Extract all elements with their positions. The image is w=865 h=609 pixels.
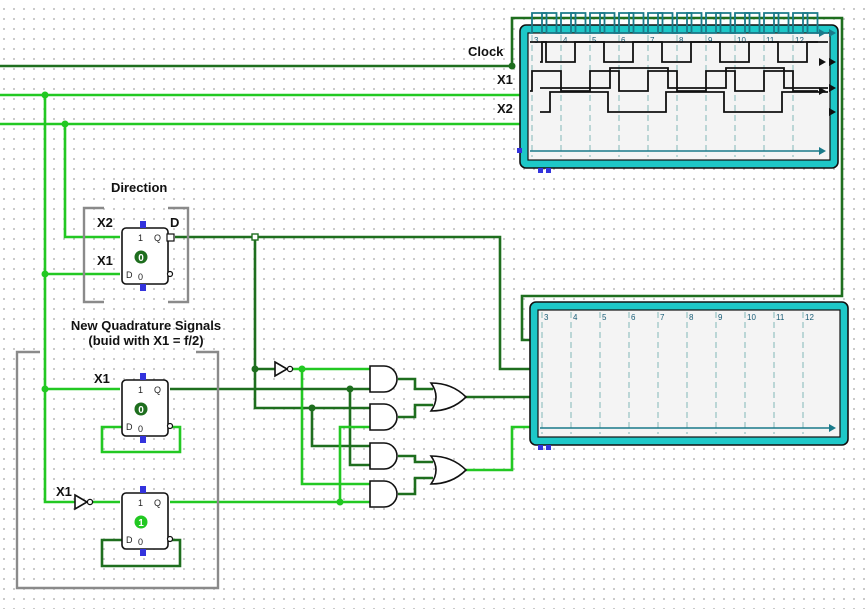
ff-state-text: 1 [138, 518, 144, 529]
and-gate-4[interactable] [369, 480, 398, 508]
scope-tick-label: 8 [689, 313, 694, 322]
ff-pin-zero: 0 [138, 537, 143, 547]
scope-tick-label: 4 [573, 313, 578, 322]
ff-pin-one: 1 [138, 385, 143, 395]
scope-tick-label: 7 [660, 313, 665, 322]
scope-tick-label: 9 [718, 313, 723, 322]
new-signals-title: New Quadrature Signals [71, 318, 221, 333]
or-gate-2[interactable] [429, 455, 468, 485]
scope-tick-label: 10 [737, 36, 746, 45]
flipflop-signal-a[interactable]: 1 Q D 0 0 [121, 373, 174, 443]
ff2-x1-label: X1 [94, 371, 110, 386]
ff-pin-q: Q [154, 498, 161, 508]
scope-trace [540, 41, 828, 63]
x2-label: X2 [497, 101, 513, 116]
ff-pin-zero: 0 [138, 272, 143, 282]
scope-tick-label: 11 [776, 313, 785, 322]
not-gate-x1[interactable] [74, 493, 94, 511]
scope-trace [530, 41, 818, 63]
scope-tick-labels: 3 4 5 6 7 8 9 10 11 12 [531, 35, 804, 157]
ff-pin-q: Q [154, 385, 161, 395]
or-gate-1[interactable] [429, 382, 468, 412]
scope-trace [530, 70, 818, 92]
scope-tick-label: 10 [747, 313, 756, 322]
ff-state-indicator [134, 515, 148, 529]
scope-tick-label: 8 [679, 36, 684, 45]
flipflop-direction[interactable]: 1 Q D 0 0 [121, 221, 175, 291]
scope-trace [540, 12, 828, 34]
scope-tick-label: 5 [602, 313, 607, 322]
ff-pin-q: Q [154, 233, 161, 243]
scope-trace [540, 67, 828, 89]
scope-tick-label: 7 [650, 36, 655, 45]
ff1-x2-label: X2 [97, 215, 113, 230]
scope-tick-labels: 3 4 5 6 7 8 9 10 11 12 [541, 312, 814, 434]
new-signals-group-box [15, 350, 220, 590]
ff-state-indicator [134, 250, 148, 264]
x1-label: X1 [497, 72, 513, 87]
ff-state-text: 0 [138, 253, 144, 264]
ff-pin-d: D [126, 270, 133, 280]
scope-tick-label: 5 [592, 36, 597, 45]
scope-tick-label: 6 [621, 36, 626, 45]
oscilloscope-top[interactable]: 3 4 5 6 7 8 9 10 11 12 [517, 12, 839, 173]
oscilloscope-bottom[interactable]: 3 4 5 6 7 8 9 10 11 12 [529, 12, 849, 450]
junction-dots [41, 62, 516, 506]
wire-probe-square [251, 233, 259, 241]
flipflop-signal-b[interactable]: 1 Q D 0 1 [121, 486, 174, 556]
ff-state-indicator [134, 402, 148, 416]
ff1-d-label: D [170, 215, 179, 230]
ff-pin-d: D [126, 422, 133, 432]
ff-pin-d: D [126, 535, 133, 545]
ff-state-text: 0 [138, 405, 144, 416]
new-signals-subtitle: (buid with X1 = f/2) [88, 333, 203, 348]
and-gate-3[interactable] [369, 442, 398, 470]
scope-trace [540, 91, 828, 113]
scope-tick-label: 6 [631, 313, 636, 322]
scope-tick-label: 3 [534, 36, 539, 45]
scope-traces [540, 12, 836, 432]
ff-pin-one: 1 [138, 498, 143, 508]
scope-tick-label: 12 [805, 313, 814, 322]
ff-pin-one: 1 [138, 233, 143, 243]
and-gate-1[interactable] [369, 365, 398, 393]
direction-label: Direction [111, 180, 167, 195]
ff1-x1-label: X1 [97, 253, 113, 268]
scope-tick-label: 4 [563, 36, 568, 45]
ff3-x1-label: X1 [56, 484, 72, 499]
scope-tick-label: 3 [544, 313, 549, 322]
clock-label: Clock [468, 44, 504, 59]
scope-tick-label: 9 [708, 36, 713, 45]
not-gate-direction[interactable] [274, 360, 294, 378]
scope-tick-label: 12 [795, 36, 804, 45]
ff-pin-zero: 0 [138, 424, 143, 434]
direction-group-box [82, 206, 190, 304]
and-gate-2[interactable] [369, 403, 398, 431]
scope-tick-label: 11 [766, 36, 775, 45]
